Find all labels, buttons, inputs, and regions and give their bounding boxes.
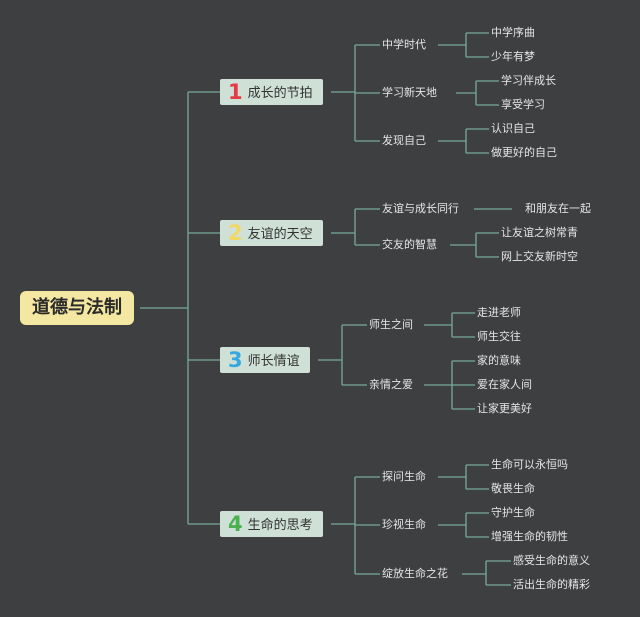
leaf-3-2-2: 爱在家人间 bbox=[477, 378, 532, 391]
sub-node-1-1: 中学时代 bbox=[382, 38, 426, 51]
sub-node-4-3: 绽放生命之花 bbox=[382, 567, 448, 580]
leaf-2-2-2: 网上交友新时空 bbox=[501, 250, 578, 263]
sub-node-2-1: 友谊与成长同行 bbox=[382, 202, 459, 215]
branch-number-3: 3 bbox=[228, 348, 243, 372]
leaf-1-2-1: 学习伴成长 bbox=[501, 74, 556, 87]
leaf-1-3-1: 认识自己 bbox=[491, 122, 535, 135]
branch-number-4: 4 bbox=[228, 512, 243, 536]
branch-label-3: 师长情谊 bbox=[247, 354, 300, 369]
sub-node-4-1: 探问生命 bbox=[382, 470, 426, 483]
sub-node-2-2: 交友的智慧 bbox=[382, 238, 437, 251]
branch-number-1: 1 bbox=[228, 80, 243, 104]
branch-node-2: 2 友谊的天空 bbox=[220, 220, 323, 246]
sub-node-1-3: 发现自己 bbox=[382, 134, 426, 147]
sub-node-3-2: 亲情之爱 bbox=[369, 378, 413, 391]
leaf-4-1-1: 生命可以永恒吗 bbox=[491, 458, 568, 471]
sub-node-1-2: 学习新天地 bbox=[382, 86, 437, 99]
leaf-2-1-1: 和朋友在一起 bbox=[525, 202, 591, 215]
leaf-1-1-1: 中学序曲 bbox=[491, 26, 535, 39]
branch-number-2: 2 bbox=[228, 221, 243, 245]
leaf-4-2-1: 守护生命 bbox=[491, 506, 535, 519]
branch-label-1: 成长的节拍 bbox=[247, 86, 313, 101]
leaf-4-1-2: 敬畏生命 bbox=[491, 482, 535, 495]
leaf-3-2-3: 让家更美好 bbox=[477, 402, 532, 415]
root-node: 道德与法制 bbox=[20, 291, 134, 325]
leaf-3-2-1: 家的意味 bbox=[477, 354, 521, 367]
branch-label-4: 生命的思考 bbox=[247, 518, 313, 533]
branch-node-4: 4 生命的思考 bbox=[220, 511, 323, 537]
leaf-4-3-2: 活出生命的精彩 bbox=[513, 578, 590, 591]
leaf-4-3-1: 感受生命的意义 bbox=[513, 554, 590, 567]
leaf-1-3-2: 做更好的自己 bbox=[491, 146, 557, 159]
branch-node-3: 3 师长情谊 bbox=[220, 347, 310, 373]
branch-label-2: 友谊的天空 bbox=[247, 227, 313, 242]
leaf-1-1-2: 少年有梦 bbox=[491, 50, 535, 63]
branch-node-1: 1 成长的节拍 bbox=[220, 79, 323, 105]
leaf-3-1-1: 走进老师 bbox=[477, 306, 521, 319]
root-label: 道德与法制 bbox=[32, 297, 122, 318]
leaf-3-1-2: 师生交往 bbox=[477, 330, 521, 343]
leaf-4-2-2: 增强生命的韧性 bbox=[491, 530, 568, 543]
sub-node-3-1: 师生之间 bbox=[369, 318, 413, 331]
leaf-1-2-2: 享受学习 bbox=[501, 98, 545, 111]
leaf-2-2-1: 让友谊之树常青 bbox=[501, 226, 578, 239]
sub-node-4-2: 珍视生命 bbox=[382, 518, 426, 531]
